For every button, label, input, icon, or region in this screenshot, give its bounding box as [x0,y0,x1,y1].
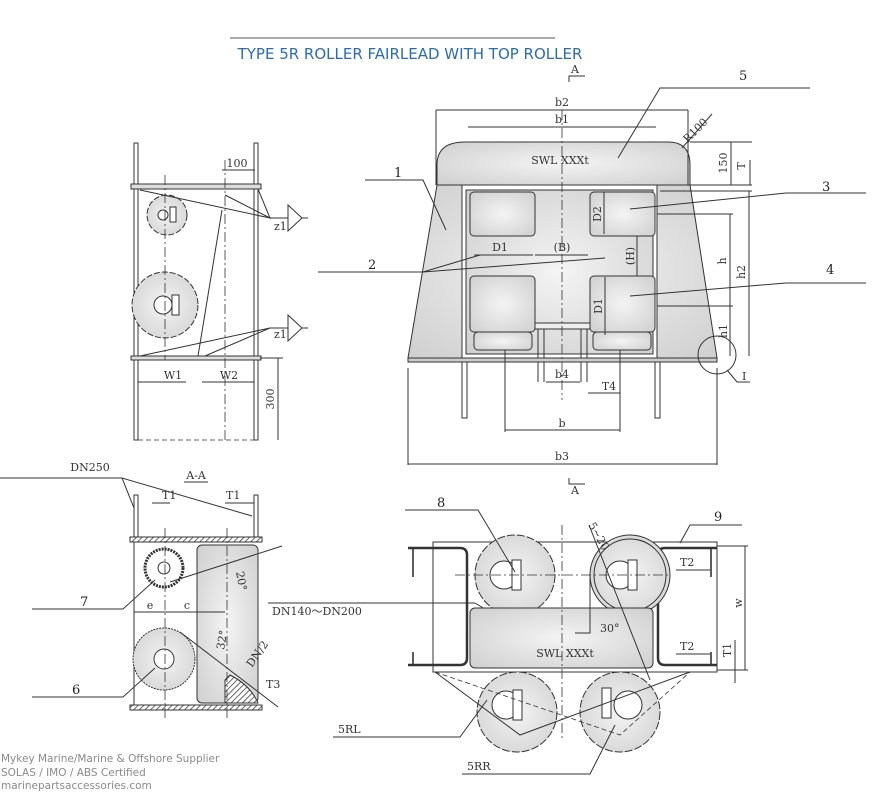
svg-text:(H): (H) [624,247,637,265]
svg-text:T1: T1 [162,489,176,502]
svg-text:W1: W1 [164,369,182,382]
upper-roller-left [469,191,536,237]
svg-text:w: w [732,598,745,608]
svg-text:b2: b2 [555,96,569,109]
svg-text:A: A [570,484,580,497]
svg-text:b4: b4 [555,368,569,381]
svg-text:b: b [558,417,565,430]
svg-text:SWL XXXt: SWL XXXt [536,647,594,660]
svg-text:DN140～DN200: DN140～DN200 [272,605,362,618]
svg-text:b3: b3 [555,450,569,463]
svg-text:5: 5 [739,69,747,84]
svg-text:8: 8 [437,496,445,511]
svg-text:D2: D2 [591,206,604,222]
svg-text:h: h [716,257,729,264]
svg-text:T3: T3 [266,678,280,691]
svg-text:c: c [184,599,190,612]
section-aa: A-A e c 20° 32° DN/2 T3 DN250 T1 T1 7 6 … [0,461,546,718]
svg-text:100: 100 [227,157,248,170]
swl-label: SWL XXXt [531,154,589,167]
svg-text:5RR: 5RR [467,760,491,773]
svg-text:e: e [147,599,154,612]
svg-text:7: 7 [80,595,88,610]
svg-text:A: A [570,63,580,76]
svg-text:W2: W2 [220,369,238,382]
svg-text:T: T [735,162,748,170]
svg-text:3: 3 [822,180,830,195]
watermark-line-2: SOLAS / IMO / ABS Certified [1,767,146,779]
plan-view: SWL XXXt 30° 5~20 8 9 T2 T2 w T1 5RL 5RR [333,496,748,775]
svg-text:D1: D1 [492,241,508,254]
svg-text:(B): (B) [554,241,571,254]
watermark-line-3: marinepartsaccessories.com [1,780,152,792]
side-view: z1 z1 100 W1 W2 300 [130,142,308,441]
svg-text:5RL: 5RL [338,723,361,736]
svg-text:T2: T2 [680,556,694,569]
upper-roller-right [589,191,656,237]
top-cap [436,141,691,186]
svg-text:T4: T4 [602,380,616,393]
svg-text:A-A: A-A [185,469,207,482]
svg-text:h1: h1 [717,324,730,338]
svg-text:h2: h2 [735,265,748,279]
svg-text:z1: z1 [274,328,287,341]
watermark-line-1: Mykey Marine/Marine & Offshore Supplier [1,753,220,765]
svg-text:z1: z1 [274,220,287,233]
svg-text:20°: 20° [233,570,249,591]
svg-text:D1: D1 [592,298,605,314]
svg-text:4: 4 [826,263,834,278]
svg-text:b1: b1 [555,113,569,126]
svg-text:9: 9 [714,510,722,525]
svg-text:I: I [742,370,746,383]
svg-text:30°: 30° [600,622,620,635]
svg-text:32°: 32° [214,629,230,650]
lower-roller-left [469,275,536,333]
svg-text:5~20: 5~20 [585,520,611,553]
front-view: SWL XXXt b2 b1 b3 b b4 T4 R100 [318,63,866,497]
svg-text:T1: T1 [721,643,734,657]
svg-text:6: 6 [72,683,80,698]
svg-text:150: 150 [717,153,730,174]
svg-text:1: 1 [394,166,402,181]
svg-text:DN250: DN250 [70,461,109,474]
svg-text:T1: T1 [226,489,240,502]
svg-text:2: 2 [368,258,376,273]
drawing-title: TYPE 5R ROLLER FAIRLEAD WITH TOP ROLLER [237,45,583,63]
svg-text:T2: T2 [680,640,694,653]
svg-text:300: 300 [264,389,277,410]
